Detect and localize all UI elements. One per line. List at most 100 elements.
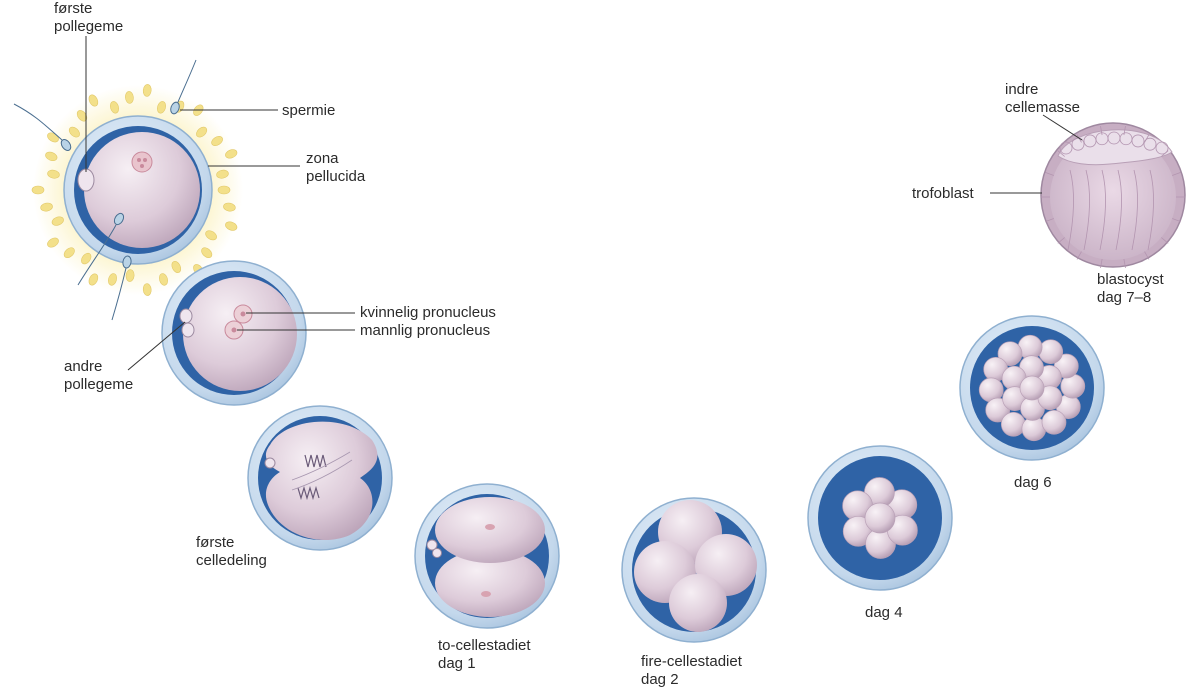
corona-cell <box>142 84 152 97</box>
zygote-pronuclei <box>161 260 307 406</box>
corona-cell <box>47 237 59 248</box>
second-polar-body <box>181 322 195 338</box>
corona-cell <box>142 283 152 296</box>
trophoblast-cell-border <box>1123 126 1126 136</box>
corona-cell <box>125 269 135 282</box>
four-cell-stage <box>621 497 767 643</box>
blastomere <box>1038 339 1064 365</box>
label-forste-pollegeme: første pollegeme <box>54 0 124 35</box>
corona-cell <box>125 91 134 104</box>
corona-cell <box>51 216 64 226</box>
nucleus-dot <box>140 164 144 168</box>
sperm-tail <box>77 224 117 286</box>
nucleus <box>131 151 153 173</box>
label-dag-4: dag 4 <box>865 604 903 621</box>
corona-cell <box>159 273 168 286</box>
corona-cell <box>108 273 117 286</box>
corona-cell <box>216 169 229 179</box>
corona-cell <box>40 202 53 212</box>
day-4-cells <box>842 477 918 559</box>
pronucleus-dot <box>231 327 237 333</box>
corona-cell <box>47 169 60 179</box>
corona-cell <box>223 202 236 212</box>
leader-lines <box>85 36 1083 371</box>
spindle-fibre <box>291 459 353 491</box>
leader-indre-cellemasse <box>1042 114 1083 141</box>
nucleus-dot <box>143 158 147 162</box>
chromosome <box>304 454 327 468</box>
corona-cell <box>225 149 238 159</box>
two-cell-stage <box>414 483 560 629</box>
label-forste-celledeling: første celledeling <box>196 534 267 569</box>
blastomere <box>1000 411 1026 437</box>
label-zona-pellucida: zona pellucida <box>306 150 366 185</box>
corona-cell <box>201 247 213 259</box>
mitotic-spindle <box>291 451 353 501</box>
corona-cell <box>88 273 99 286</box>
corona-cell <box>157 101 166 114</box>
sperm-tail <box>13 103 63 141</box>
trophoblast-cell-border <box>1100 126 1103 136</box>
corona-cells <box>31 84 238 296</box>
trophoblast-cell-border <box>1045 218 1054 222</box>
inner-cell <box>1131 134 1145 148</box>
sperm-head <box>170 101 180 115</box>
blastomere <box>435 549 545 617</box>
label-andre-pollegeme: andre pollegeme <box>64 358 134 393</box>
trophoblast-cell-border <box>1161 237 1169 244</box>
blastomere <box>1041 409 1067 435</box>
polar-body <box>432 548 442 558</box>
corona-cell <box>211 136 223 146</box>
inner-cell <box>1155 141 1169 155</box>
cytoplasm <box>84 132 200 248</box>
dividing-cytoplasm <box>265 421 378 541</box>
first-polar-body <box>77 168 95 192</box>
spindle-fibre <box>291 451 351 481</box>
sperm-tail <box>111 267 127 321</box>
sperm-head <box>122 255 132 269</box>
corona-cell <box>88 94 99 107</box>
cell-border <box>1067 169 1074 251</box>
second-polar-body <box>179 308 193 324</box>
trophoblast-cell-border <box>1076 251 1082 260</box>
trophoblast-cell-border <box>1144 251 1150 260</box>
trophoblast-cell-border <box>1172 172 1181 176</box>
label-trofoblast: trofoblast <box>912 185 974 202</box>
label-to-cellestadiet: to-cellestadiet dag 1 <box>438 637 531 672</box>
first-cleavage-cell <box>247 405 393 551</box>
blastomere <box>864 502 896 534</box>
sperm-tail <box>177 59 197 103</box>
nucleus-dot <box>137 158 141 162</box>
label-indre-cellemasse: indre cellemasse <box>1005 81 1081 116</box>
day-6-cells <box>978 334 1086 442</box>
blastomere-nucleus <box>481 591 491 597</box>
blastomere <box>669 574 727 632</box>
corona-cell <box>81 252 92 265</box>
polar-body <box>264 457 276 469</box>
label-blastocyst: blastocyst dag 7–8 <box>1097 271 1164 306</box>
corona-cell <box>225 221 238 231</box>
polar-body <box>426 539 438 551</box>
trophoblast-cell-border <box>1045 172 1054 176</box>
label-mannlig-pronucleus: mannlig pronucleus <box>360 322 491 339</box>
corona-cell <box>68 126 80 138</box>
trophoblast-cell-border <box>1057 237 1065 244</box>
morula-day-6 <box>959 315 1105 461</box>
corona-cell <box>205 230 217 241</box>
sperm-head <box>60 139 72 151</box>
label-fire-cellestadiet: fire-cellestadiet dag 2 <box>641 653 742 688</box>
corona-cell <box>196 126 208 138</box>
inner-cell <box>1143 137 1157 151</box>
corona-cell <box>171 261 182 273</box>
blastocoel <box>1050 134 1176 260</box>
cell-border <box>1131 169 1138 251</box>
corona-cell <box>45 151 58 162</box>
blastocyst-day-7-8 <box>1040 122 1186 268</box>
blastomere <box>997 341 1023 367</box>
label-spermie: spermie <box>282 102 336 119</box>
pronucleus-dot <box>240 311 246 317</box>
trophoblast-cell-border <box>1123 258 1126 268</box>
trophoblast-cell-border <box>1100 258 1103 268</box>
